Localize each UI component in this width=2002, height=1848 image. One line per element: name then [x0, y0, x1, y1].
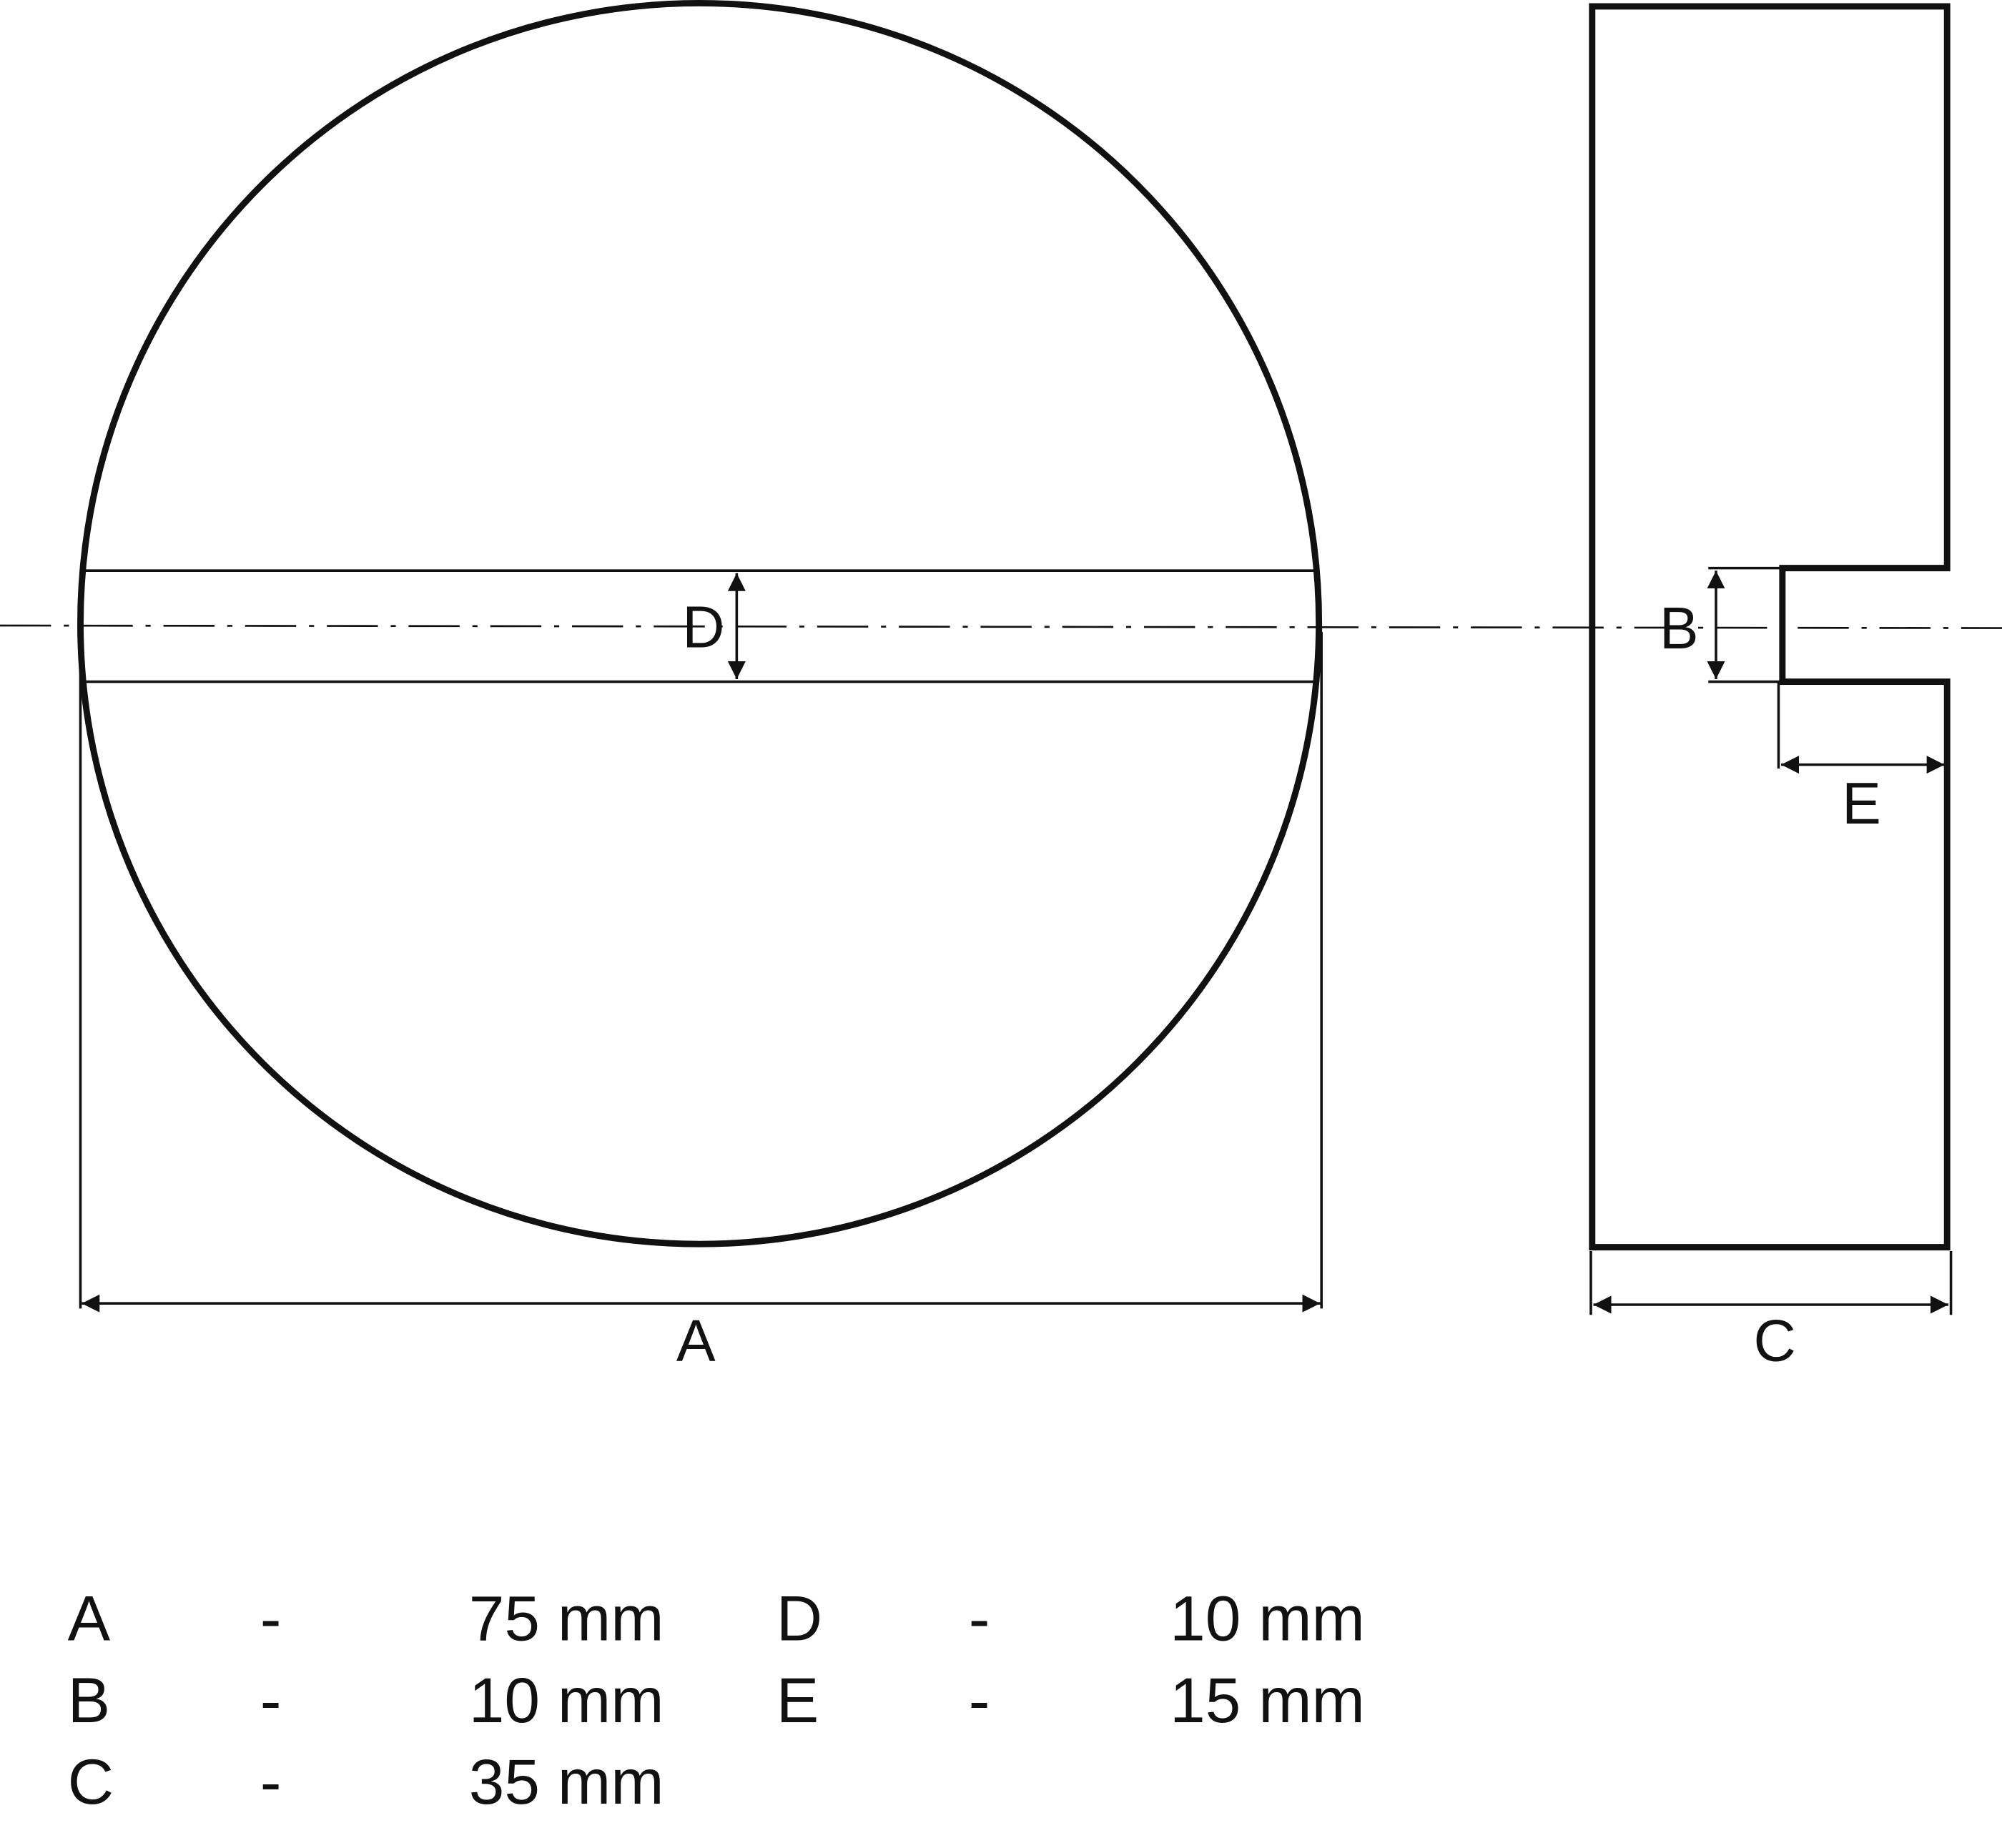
dimension-legend: A - 75 mm B - 10 mm C - 35 mm D - 10 mm …	[68, 1583, 1365, 1818]
legend-row-a: A - 75 mm	[68, 1583, 664, 1654]
label-b: B	[1660, 596, 1699, 661]
front-view: D A	[77, 0, 1323, 1374]
legend-value: 15 mm	[1170, 1664, 1365, 1736]
legend-sep: -	[969, 1664, 990, 1736]
disc-outline	[77, 0, 1323, 1247]
legend-sep: -	[260, 1664, 282, 1736]
legend-sep: -	[969, 1583, 990, 1654]
legend-letter: A	[68, 1583, 111, 1654]
legend-row-d: D - 10 mm	[776, 1583, 1365, 1654]
legend-row-b: B - 10 mm	[68, 1664, 664, 1736]
legend-value: 10 mm	[469, 1664, 664, 1736]
label-e: E	[1842, 771, 1881, 836]
legend-sep: -	[260, 1583, 282, 1654]
legend-letter: D	[776, 1583, 822, 1654]
legend-letter: E	[776, 1664, 819, 1736]
legend-row-e: E - 15 mm	[776, 1664, 1365, 1736]
legend-letter: B	[68, 1664, 111, 1736]
side-view: B E C	[1589, 3, 1953, 1374]
legend-value: 75 mm	[469, 1583, 664, 1654]
label-a: A	[676, 1309, 716, 1374]
legend-letter: C	[68, 1746, 114, 1817]
label-d: D	[682, 595, 724, 660]
legend-value: 10 mm	[1170, 1583, 1365, 1654]
label-c: C	[1753, 1309, 1795, 1374]
centerline	[0, 624, 2002, 629]
legend-sep: -	[260, 1746, 282, 1817]
legend-value: 35 mm	[469, 1746, 664, 1817]
legend-row-c: C - 35 mm	[68, 1746, 664, 1817]
